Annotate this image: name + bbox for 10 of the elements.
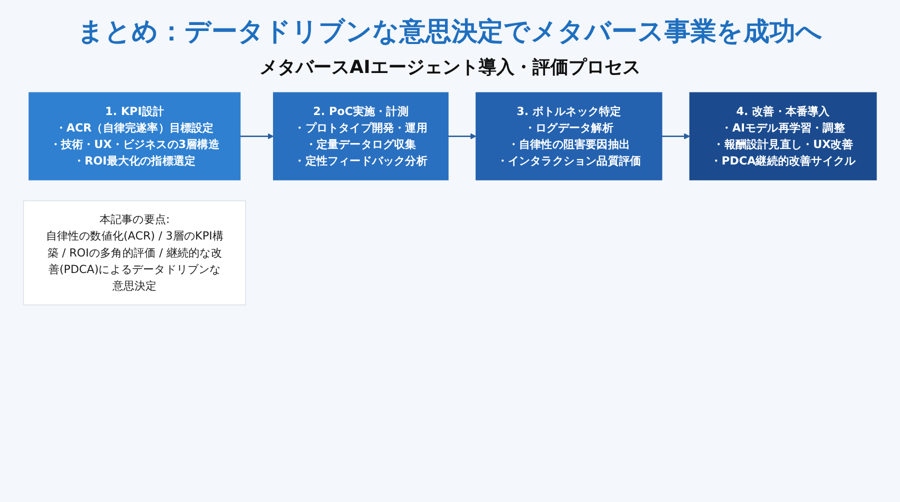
node-box: 3. ボトルネック特定 ・ログデータ解析 ・自律性の阻害要因抽出 ・インタラクション品質評価 (476, 92, 662, 180)
node-box: 2. PoC実施・計測 ・プロトタイプ開発・運用 ・定量データログ収集 ・定性フィードバック分析 (273, 92, 449, 180)
node-box: 本記事の要点: 自律性の数値化(ACR) / 3層のKPI構築 / ROIの多角的評価 / 継続的な改善(PDCA)によるデータドリブンな意思決定 (23, 200, 246, 306)
node-box: 1. KPI設計 ・ACR（自律完遂率）目標設定 ・技術・UX・ビジネスの3層構造 ・ROI最大化の指標選定 (28, 92, 241, 180)
arrow (662, 133, 690, 140)
subtitle: メタバースAIエージェント導入・評価プロセス (258, 56, 642, 79)
arrow (448, 133, 476, 140)
title: まとめ：データドリブンな意思決定でメタバース事業を成功へ (76, 16, 824, 49)
node-box: 4. 改善・本番導入 ・AIモデル再学習・調整 ・報酬設計見直し・UX改善 ・PDCA継続的改善サイクル (689, 92, 877, 180)
arrow (240, 133, 274, 140)
